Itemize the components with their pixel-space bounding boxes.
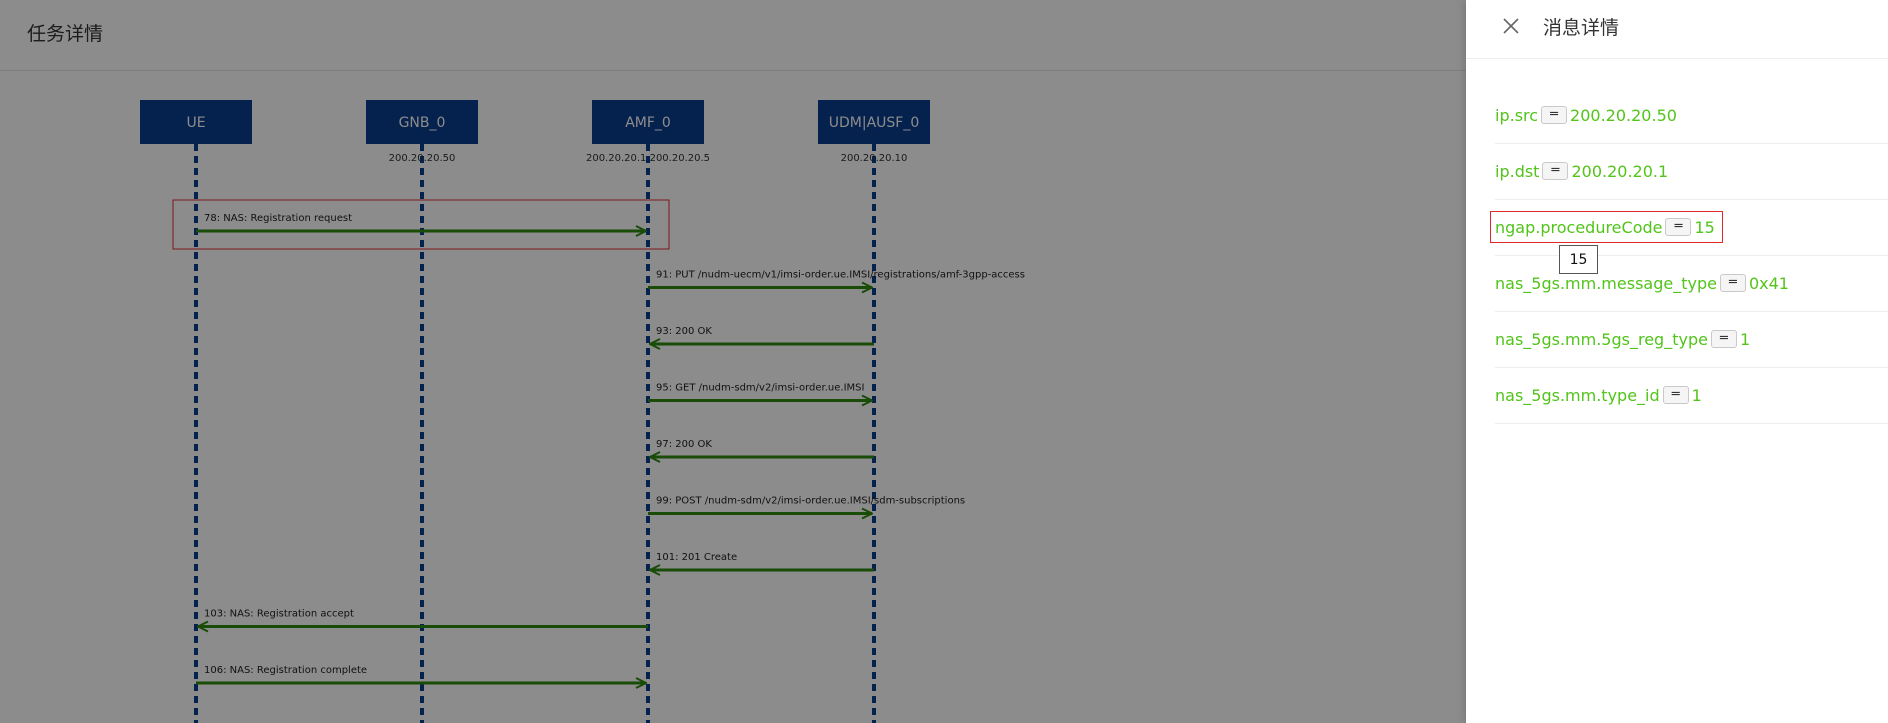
field-row[interactable]: nas_5gs.mm.message_type═0x41	[1495, 255, 1888, 312]
field-key: ip.dst	[1495, 161, 1540, 181]
participant-ip: 200.20.20.50	[389, 153, 456, 164]
field-value: 1	[1739, 329, 1751, 349]
sequence-diagram-canvas: UE GNB_0 200.20.20.50 AMF_0 200.20.20.1 200.…	[140, 100, 1025, 723]
participant-name: UE	[186, 115, 205, 131]
field-row[interactable]: nas_5gs.mm.type_id═1	[1495, 367, 1888, 424]
message-label: 99: POST /nudm-sdm/v2/imsi-order.ue.IMSI…	[656, 496, 965, 507]
participant-name: UDM|AUSF_0	[829, 115, 920, 131]
message-label: 95: GET /nudm-sdm/v2/imsi-order.ue.IMSI	[656, 383, 864, 394]
equals-operator-button[interactable]: ═	[1719, 274, 1746, 292]
field-value: 200.20.20.50	[1570, 105, 1677, 125]
selected-field-highlight	[1490, 211, 1723, 243]
field-value: 200.20.20.1	[1571, 161, 1669, 181]
equals-operator-button[interactable]: ═	[1665, 218, 1692, 236]
equals-operator-button[interactable]: ═	[1542, 162, 1569, 180]
field-key: ngap.procedureCode	[1495, 217, 1663, 237]
participant-box[interactable]	[818, 100, 930, 144]
equals-operator-button[interactable]: ═	[1541, 106, 1568, 124]
field-row[interactable]: ip.dst═200.20.20.1	[1495, 143, 1888, 200]
field-key: ip.src	[1495, 105, 1539, 125]
message-label: 93: 200 OK	[656, 326, 712, 337]
page-title: 任务详情	[27, 23, 104, 45]
participant-box[interactable]	[366, 100, 478, 144]
drawer-header: 消息详情	[1466, 0, 1888, 59]
equals-operator-button[interactable]: ═	[1662, 386, 1689, 404]
equals-operator-button[interactable]: ═	[1710, 330, 1737, 348]
field-key: nas_5gs.mm.type_id	[1495, 385, 1660, 405]
field-value: 1	[1691, 385, 1702, 405]
message-label: 101: 201 Create	[656, 552, 737, 563]
field-row[interactable]: ip.src═200.20.20.50	[1495, 87, 1888, 144]
field-value: 0x41	[1748, 273, 1789, 293]
message-label: 91: PUT /nudm-uecm/v1/imsi-order.ue.IMSI…	[656, 270, 1025, 281]
drawer-title: 消息详情	[1543, 17, 1620, 39]
field-row[interactable]: nas_5gs.mm.5gs_reg_type═1	[1495, 311, 1888, 368]
message-label: 106: NAS: Registration complete	[204, 665, 367, 676]
participant-box[interactable]	[140, 100, 252, 144]
field-value: 15	[1694, 217, 1715, 237]
field-key: nas_5gs.mm.5gs_reg_type	[1495, 329, 1708, 349]
participant-ip: 200.20.20.1 200.20.20.5	[586, 153, 710, 164]
message-label: 78: NAS: Registration request	[204, 213, 352, 224]
sequence-diagram: UE GNB_0 200.20.20.50 AMF_0 200.20.20.1 200.…	[0, 71, 1466, 723]
participant-box[interactable]	[592, 100, 704, 144]
participant-ip: 200.20.20.10	[841, 153, 908, 164]
field-row[interactable]: ngap.procedureCode═15	[1495, 199, 1888, 256]
message-label: 103: NAS: Registration accept	[204, 609, 354, 620]
selected-message-highlight	[172, 199, 670, 250]
close-icon[interactable]	[1500, 15, 1522, 37]
value-tooltip: 15	[1559, 245, 1598, 274]
participant-name: GNB_0	[399, 115, 446, 131]
drawer-mask-overlay[interactable]	[0, 0, 1466, 723]
participant-name: AMF_0	[625, 115, 671, 131]
message-label: 97: 200 OK	[656, 439, 712, 450]
field-key: nas_5gs.mm.message_type	[1495, 273, 1717, 293]
